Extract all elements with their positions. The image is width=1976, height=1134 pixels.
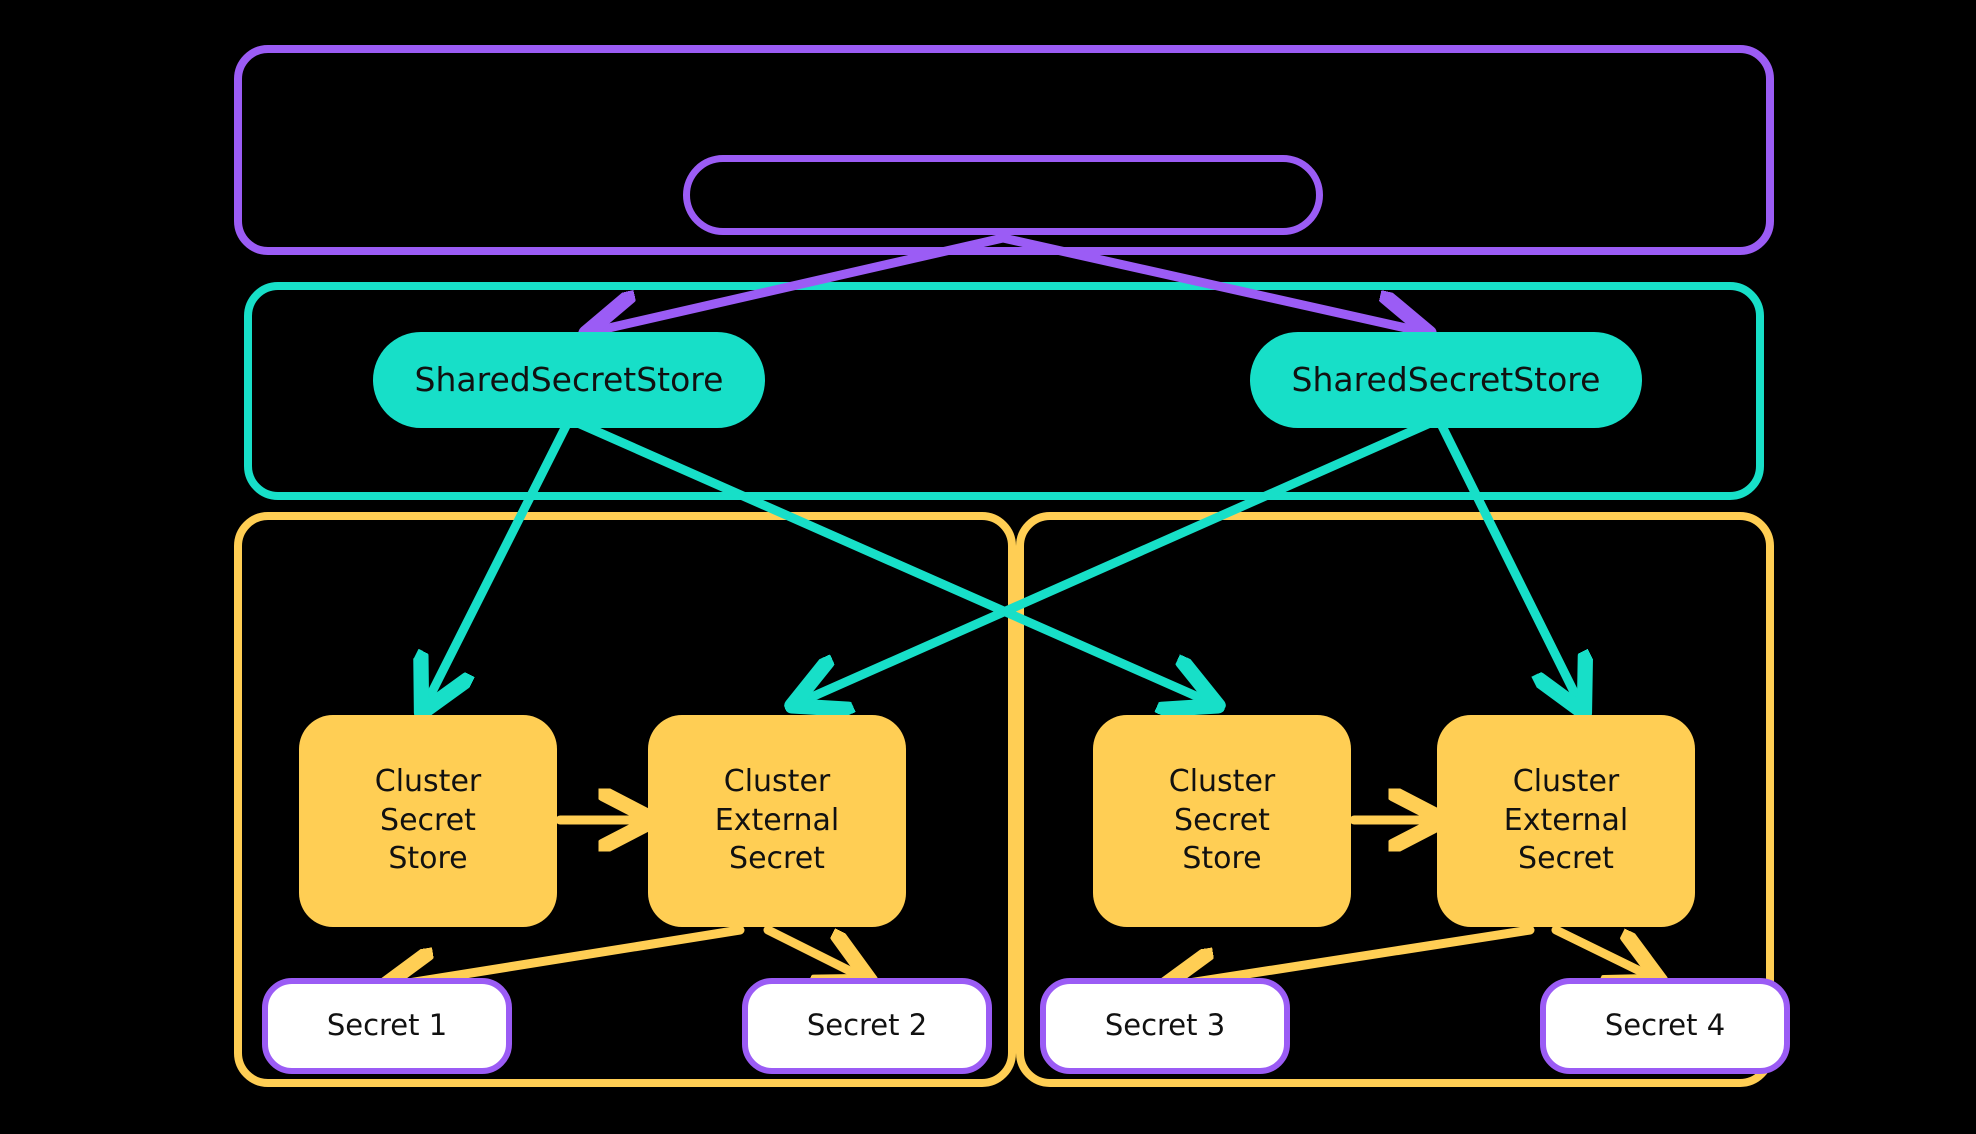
- node-shared-secret-store-right[interactable]: SharedSecretStore: [1250, 332, 1642, 428]
- node-secret-3[interactable]: Secret 3: [1040, 978, 1290, 1074]
- node-cluster-secret-store-left[interactable]: Cluster Secret Store: [299, 715, 557, 927]
- node-shared-secret-store-left[interactable]: SharedSecretStore: [373, 332, 765, 428]
- node-secret-4[interactable]: Secret 4: [1540, 978, 1790, 1074]
- node-cluster-secret-store-right[interactable]: Cluster Secret Store: [1093, 715, 1351, 927]
- node-root-pill[interactable]: [683, 155, 1323, 235]
- node-secret-2[interactable]: Secret 2: [742, 978, 992, 1074]
- node-cluster-external-secret-left[interactable]: Cluster External Secret: [648, 715, 906, 927]
- node-cluster-external-secret-right[interactable]: Cluster External Secret: [1437, 715, 1695, 927]
- node-secret-1[interactable]: Secret 1: [262, 978, 512, 1074]
